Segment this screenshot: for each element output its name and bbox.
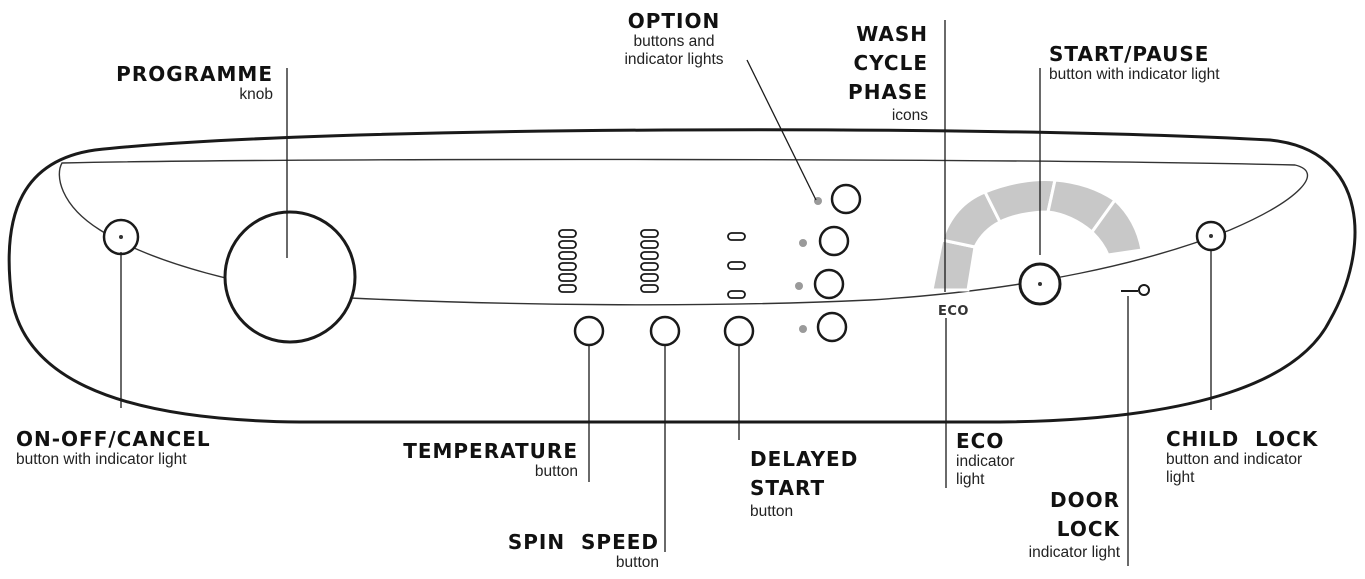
programme-sub: knob [239,86,273,103]
on-off-cancel-sub: button with indicator light [16,451,187,468]
child-lock-button[interactable] [1195,220,1227,252]
option-sub1: buttons and [633,33,715,50]
door-title: DOOR [1049,488,1120,512]
on-off-cancel-title: ON-OFF/CANCEL [16,427,211,451]
door-lock-label: DOOR LOCK indicator light [1029,486,1120,562]
option-buttons[interactable] [813,183,862,343]
door-lock-key-icon [1121,284,1150,296]
spin-speed-label: SPIN SPEED button [508,531,659,572]
delayed-start-label: DELAYED START button [750,445,858,521]
option-title: OPTION [627,9,721,33]
wash-title: WASH [856,22,928,46]
option-button-2 [818,225,850,257]
temperature-label: TEMPERATURE button [403,440,578,481]
programme-knob[interactable] [223,210,357,344]
spin-speed-title: SPIN SPEED [507,530,659,554]
temperature-title: TEMPERATURE [403,439,578,463]
on-off-cancel-button[interactable] [102,218,140,256]
wash-cycle-phase-label: WASH CYCLE PHASE icons [848,20,928,125]
wash-cycle-phase-sub: icons [891,107,928,124]
start-pause-sub: button with indicator light [1049,66,1220,83]
on-off-cancel-label: ON-OFF/CANCEL button with indicator ligh… [16,428,211,469]
delayed-start-button[interactable] [723,315,755,347]
phase-title: PHASE [848,80,928,104]
lock-title: LOCK [1056,517,1120,541]
wash-cycle-phase-icons [930,178,1144,292]
temperature-indicator-lights [558,229,577,293]
eco-label: ECO indicator light [956,430,1015,489]
eco-title: ECO [956,429,1005,453]
programme-label: PROGRAMME knob [116,63,273,104]
child-lock-label: CHILD LOCK button and indicator light [1166,428,1318,487]
delayed-start-indicator-lights [727,232,746,299]
cycle-title: CYCLE [853,51,928,75]
child-lock-sub1: button and indicator [1166,451,1303,468]
start-pause-label: START/PAUSE button with indicator light [1049,43,1220,84]
eco-sub1: indicator [956,453,1015,470]
start-title: START [750,476,826,500]
spin-speed-button[interactable] [649,315,681,347]
door-lock-sub: indicator light [1028,544,1120,561]
option-label: OPTION buttons and indicator lights [590,10,758,69]
temperature-button[interactable] [573,315,605,347]
delayed-start-sub: button [750,503,794,520]
eco-sub2: light [956,470,985,488]
panel-outline [7,128,1357,424]
option-indicator-lights [795,197,822,333]
spin-speed-indicator-lights [640,229,659,293]
leader-lines [120,20,1212,566]
child-lock-sub2: light [1166,468,1195,486]
option-button-3 [813,268,845,300]
option-button-4 [816,311,848,343]
start-pause-title: START/PAUSE [1049,42,1210,66]
start-pause-button[interactable] [1018,262,1062,306]
programme-title: PROGRAMME [116,62,273,86]
option-sub2: indicator lights [624,50,724,68]
spin-speed-sub: button [615,554,659,571]
temperature-sub: button [534,463,578,480]
eco-marking: ECO [938,304,969,319]
option-button-1 [830,183,862,215]
child-lock-title: CHILD LOCK [1166,427,1319,451]
delayed-title: DELAYED [750,447,859,471]
